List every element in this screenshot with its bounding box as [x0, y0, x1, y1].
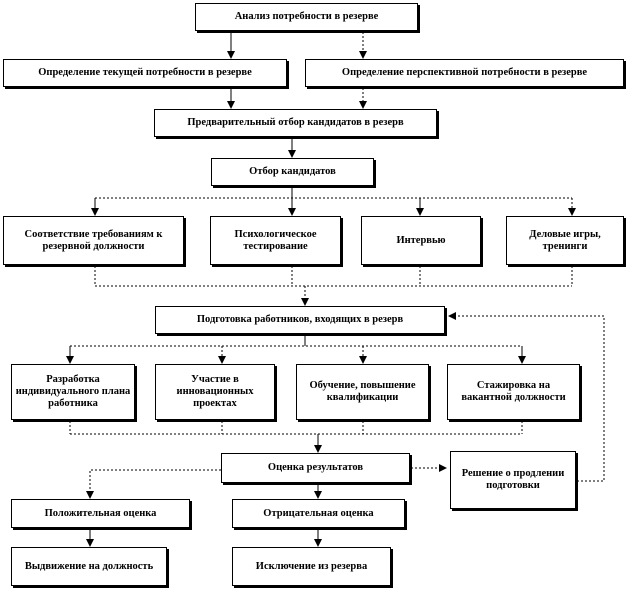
node-compliance: Соответствие требованиям к резервной дол…	[3, 216, 184, 265]
node-preselection-label: Предварительный отбор кандидатов в резер…	[187, 117, 404, 128]
node-preselection: Предварительный отбор кандидатов в резер…	[154, 109, 437, 137]
node-continue-decision: Решение о продлении подготовки	[450, 451, 576, 509]
node-negative-label: Отрицательная оценка	[263, 507, 374, 519]
node-education-label: Обучение, повышение квалификации	[309, 380, 416, 403]
node-individual-plan: Разработка индивидуального плана работни…	[11, 364, 135, 420]
node-psych-testing: Психологическое тестирование	[210, 216, 341, 265]
node-analysis: Анализ потребности в резерве	[195, 3, 418, 31]
node-education: Обучение, повышение квалификации	[296, 364, 429, 420]
node-evaluation-label: Оценка результатов	[267, 462, 364, 473]
node-positive-label: Положительная оценка	[44, 507, 157, 519]
node-innovation-projects: Участие в инновационных проектах	[155, 364, 275, 420]
node-negative: Отрицательная оценка	[232, 499, 405, 528]
node-internship: Стажировка на вакантной должности	[447, 364, 580, 420]
node-promotion: Выдвижение на должность	[11, 547, 167, 586]
node-current-need-label: Определение текущей потребности в резерв…	[38, 67, 252, 78]
node-selection: Отбор кандидатов	[211, 158, 374, 186]
node-current-need: Определение текущей потребности в резерв…	[3, 59, 287, 87]
node-psych-testing-label: Психологическое тестирование	[234, 228, 317, 252]
node-promotion-label: Выдвижение на должность	[24, 560, 154, 572]
node-training-reserve: Подготовка работников, входящих в резерв	[155, 306, 445, 334]
connector-decision-loop	[448, 312, 605, 482]
node-continue-decision-label: Решение о продлении подготовки	[461, 468, 565, 491]
node-business-games: Деловые игры, тренинги	[506, 216, 624, 265]
node-future-need-label: Определение перспективной потребности в …	[341, 67, 588, 78]
node-future-need: Определение перспективной потребности в …	[305, 59, 624, 87]
node-interview: Интервью	[361, 216, 481, 265]
node-internship-label: Стажировка на вакантной должности	[461, 380, 566, 403]
node-business-games-label: Деловые игры, тренинги	[529, 228, 601, 252]
node-exclusion-label: Исключение из резерва	[255, 560, 368, 572]
node-innovation-projects-label: Участие в инновационных проектах	[176, 374, 254, 409]
node-compliance-label: Соответствие требованиям к резервной дол…	[24, 228, 163, 252]
node-analysis-label: Анализ потребности в резерве	[234, 11, 379, 22]
node-evaluation: Оценка результатов	[221, 453, 410, 483]
node-training-reserve-label: Подготовка работников, входящих в резерв	[196, 314, 404, 325]
connector-evaluation-positive	[86, 469, 221, 499]
node-exclusion: Исключение из резерва	[232, 547, 391, 586]
node-individual-plan-label: Разработка индивидуального плана работни…	[15, 374, 131, 409]
node-interview-label: Интервью	[396, 234, 446, 246]
node-selection-label: Отбор кандидатов	[249, 166, 336, 177]
node-positive: Положительная оценка	[11, 499, 190, 528]
